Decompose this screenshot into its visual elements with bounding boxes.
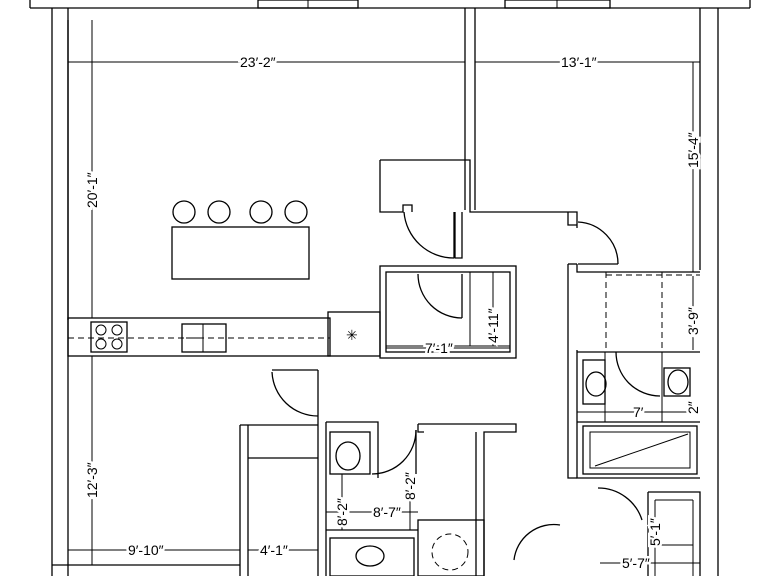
dimension-lines bbox=[68, 20, 700, 565]
dim-living-width: 23′-2″ bbox=[240, 54, 276, 70]
dim-powder-width: 8′-7″ bbox=[373, 504, 401, 520]
lower-walls bbox=[239, 416, 701, 576]
dim-bedroom-depth: 15′-4″ bbox=[685, 132, 701, 168]
dim-laundry-width: 5′-7″ bbox=[622, 555, 650, 571]
dim-laundry-depth: 5′-1″ bbox=[647, 518, 663, 546]
dim-bath-closet-depth: 3′-9″ bbox=[685, 307, 701, 335]
dim-lower-depth: 12′-3″ bbox=[84, 462, 100, 498]
dim-closet-width: 7′-1″ bbox=[425, 340, 453, 356]
kitchen-counter bbox=[67, 311, 381, 357]
dim-closet-depth: 4′-11″ bbox=[485, 308, 501, 343]
dim-lower-width: 9′-10″ bbox=[128, 542, 164, 558]
kitchen-island bbox=[171, 200, 310, 280]
dim-living-depth: 20′-1″ bbox=[84, 172, 100, 208]
dim-bath-offset: 2″ bbox=[685, 401, 701, 414]
bathroom-fixtures bbox=[329, 359, 698, 576]
dim-powder-height-right: 8′-2″ bbox=[402, 472, 418, 500]
exterior-walls bbox=[29, 0, 751, 576]
door-swings bbox=[271, 211, 661, 561]
interior-walls bbox=[379, 8, 700, 479]
dim-bedroom-width: 13′-1″ bbox=[561, 54, 597, 70]
dim-powder-height-left: 8′-2″ bbox=[334, 498, 350, 526]
appliance-symbol: ✳ bbox=[346, 327, 358, 343]
dim-bath-width: 7′ bbox=[633, 404, 644, 420]
dim-hall-width: 4′-1″ bbox=[260, 542, 288, 558]
